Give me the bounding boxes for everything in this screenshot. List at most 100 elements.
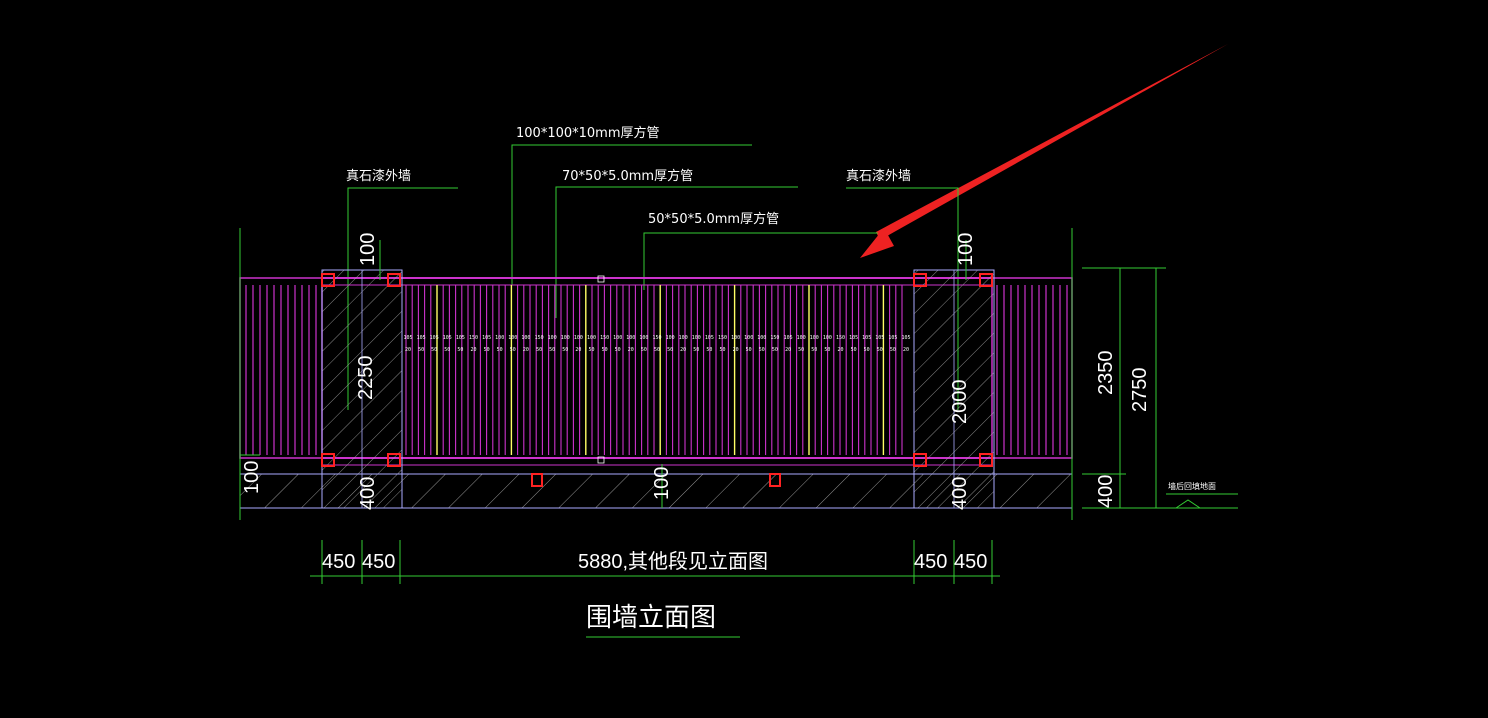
spacing-label: 50 [641, 347, 647, 353]
spacing-label: 20 [785, 347, 791, 353]
pipe-100-label: 100*100*10mm厚方管 [516, 125, 660, 141]
spacing-label: 50 [510, 347, 516, 353]
spacing-label: 150 [718, 335, 727, 341]
spacing-label: 105 [888, 335, 897, 341]
dim-pillar-base-right: 400 [949, 477, 971, 510]
spacing-label: 100 [810, 335, 819, 341]
spacing-label: 150 [770, 335, 779, 341]
dim-left-pillar: 2250 [355, 356, 377, 401]
spacing-label: 100 [679, 335, 688, 341]
spacing-label: 105 [430, 335, 439, 341]
spacing-label: 150 [652, 335, 661, 341]
spacing-label: 50 [562, 347, 568, 353]
dim-top-left: 100 [357, 233, 379, 266]
spacing-label: 150 [836, 335, 845, 341]
spacing-label: 100 [692, 335, 701, 341]
spacing-label: 50 [864, 347, 870, 353]
spacing-label: 150 [469, 335, 478, 341]
spacing-label: 150 [535, 335, 544, 341]
spacing-label: 50 [667, 347, 673, 353]
spacing-label: 100 [613, 335, 622, 341]
spacing-label: 100 [731, 335, 740, 341]
wall-label-right: 真石漆外墙 [846, 168, 911, 184]
spacing-label: 50 [484, 347, 490, 353]
spacing-label: 105 [784, 335, 793, 341]
base-strip [239, 473, 1073, 509]
red-arrow-icon [860, 44, 1228, 258]
pipe-50-label: 50*50*5.0mm厚方管 [648, 211, 779, 227]
dim-base-400: 400 [1095, 475, 1117, 508]
spacing-label: 50 [746, 347, 752, 353]
spacing-label: 105 [875, 335, 884, 341]
dim-left-base: 100 [241, 461, 263, 494]
spacing-label: 20 [405, 347, 411, 353]
spacing-label: 105 [456, 335, 465, 341]
spacing-label: 50 [444, 347, 450, 353]
spacing-label: 50 [431, 347, 437, 353]
spacing-label: 20 [523, 347, 529, 353]
spacing-label: 100 [561, 335, 570, 341]
pipe-70-label: 70*50*5.0mm厚方管 [562, 168, 693, 184]
spacing-label: 20 [680, 347, 686, 353]
spacing-label: 50 [615, 347, 621, 353]
spacing-label: 20 [628, 347, 634, 353]
main-fence-panel [322, 277, 992, 466]
spacing-label: 150 [600, 335, 609, 341]
right-fence-panel [991, 277, 1073, 459]
dim-pillar-base-left: 400 [357, 477, 379, 510]
wall-label-left: 真石漆外墙 [346, 168, 411, 184]
spacing-label: 100 [797, 335, 806, 341]
spacing-label: 50 [877, 347, 883, 353]
spacing-label: 20 [837, 347, 843, 353]
spacing-label: 100 [521, 335, 530, 341]
dim-bottom-2: 450 [362, 551, 395, 573]
spacing-label: 20 [903, 347, 909, 353]
left-pillar [321, 269, 403, 509]
spacing-label: 20 [470, 347, 476, 353]
spacing-label: 50 [824, 347, 830, 353]
spacing-label: 50 [706, 347, 712, 353]
spacing-label: 100 [666, 335, 675, 341]
spacing-label: 105 [849, 335, 858, 341]
spacing-label: 50 [536, 347, 542, 353]
right-pillar [913, 269, 995, 509]
spacing-label: 20 [575, 347, 581, 353]
dim-bottom-5: 450 [954, 551, 987, 573]
spacing-label: 105 [862, 335, 871, 341]
joint-markers [321, 273, 993, 487]
ground-note: 墙后回填地面 [1168, 481, 1216, 491]
spacing-label: 50 [497, 347, 503, 353]
dim-right-pillar: 2000 [949, 380, 971, 425]
spacing-label: 100 [587, 335, 596, 341]
spacing-label: 100 [508, 335, 517, 341]
spacing-label: 100 [574, 335, 583, 341]
spacing-label: 20 [733, 347, 739, 353]
spacing-label: 100 [495, 335, 504, 341]
spacing-label: 50 [890, 347, 896, 353]
spacing-label: 50 [772, 347, 778, 353]
spacing-label: 105 [901, 335, 910, 341]
spacing-label: 100 [757, 335, 766, 341]
spacing-row-bottom: 20 50 50 50 50 20 50 50 50 20 50 50 50 20 50 50 50 20 50 50… [405, 347, 909, 353]
spacing-label: 50 [811, 347, 817, 353]
spacing-label: 50 [457, 347, 463, 353]
spacing-label: 100 [744, 335, 753, 341]
dimension-lines [239, 228, 1238, 638]
spacing-label: 105 [482, 335, 491, 341]
dim-bottom-4: 450 [914, 551, 947, 573]
spacing-label: 50 [759, 347, 765, 353]
spacing-row-top: 105 105 105 105 105 150 105 100 100 100 150 100 100 1… [403, 335, 910, 341]
spacing-label: 100 [823, 335, 832, 341]
spacing-label: 50 [588, 347, 594, 353]
drawing-title: 围墙立面图 [586, 603, 716, 633]
spacing-label: 100 [626, 335, 635, 341]
spacing-label: 50 [719, 347, 725, 353]
dim-bottom-1: 450 [322, 551, 355, 573]
dim-top-right: 100 [955, 233, 977, 266]
dim-mid-base: 100 [651, 467, 673, 500]
dim-bottom-3: 5880,其他段见立面图 [578, 550, 768, 573]
spacing-label: 50 [418, 347, 424, 353]
spacing-label: 50 [798, 347, 804, 353]
spacing-label: 50 [549, 347, 555, 353]
